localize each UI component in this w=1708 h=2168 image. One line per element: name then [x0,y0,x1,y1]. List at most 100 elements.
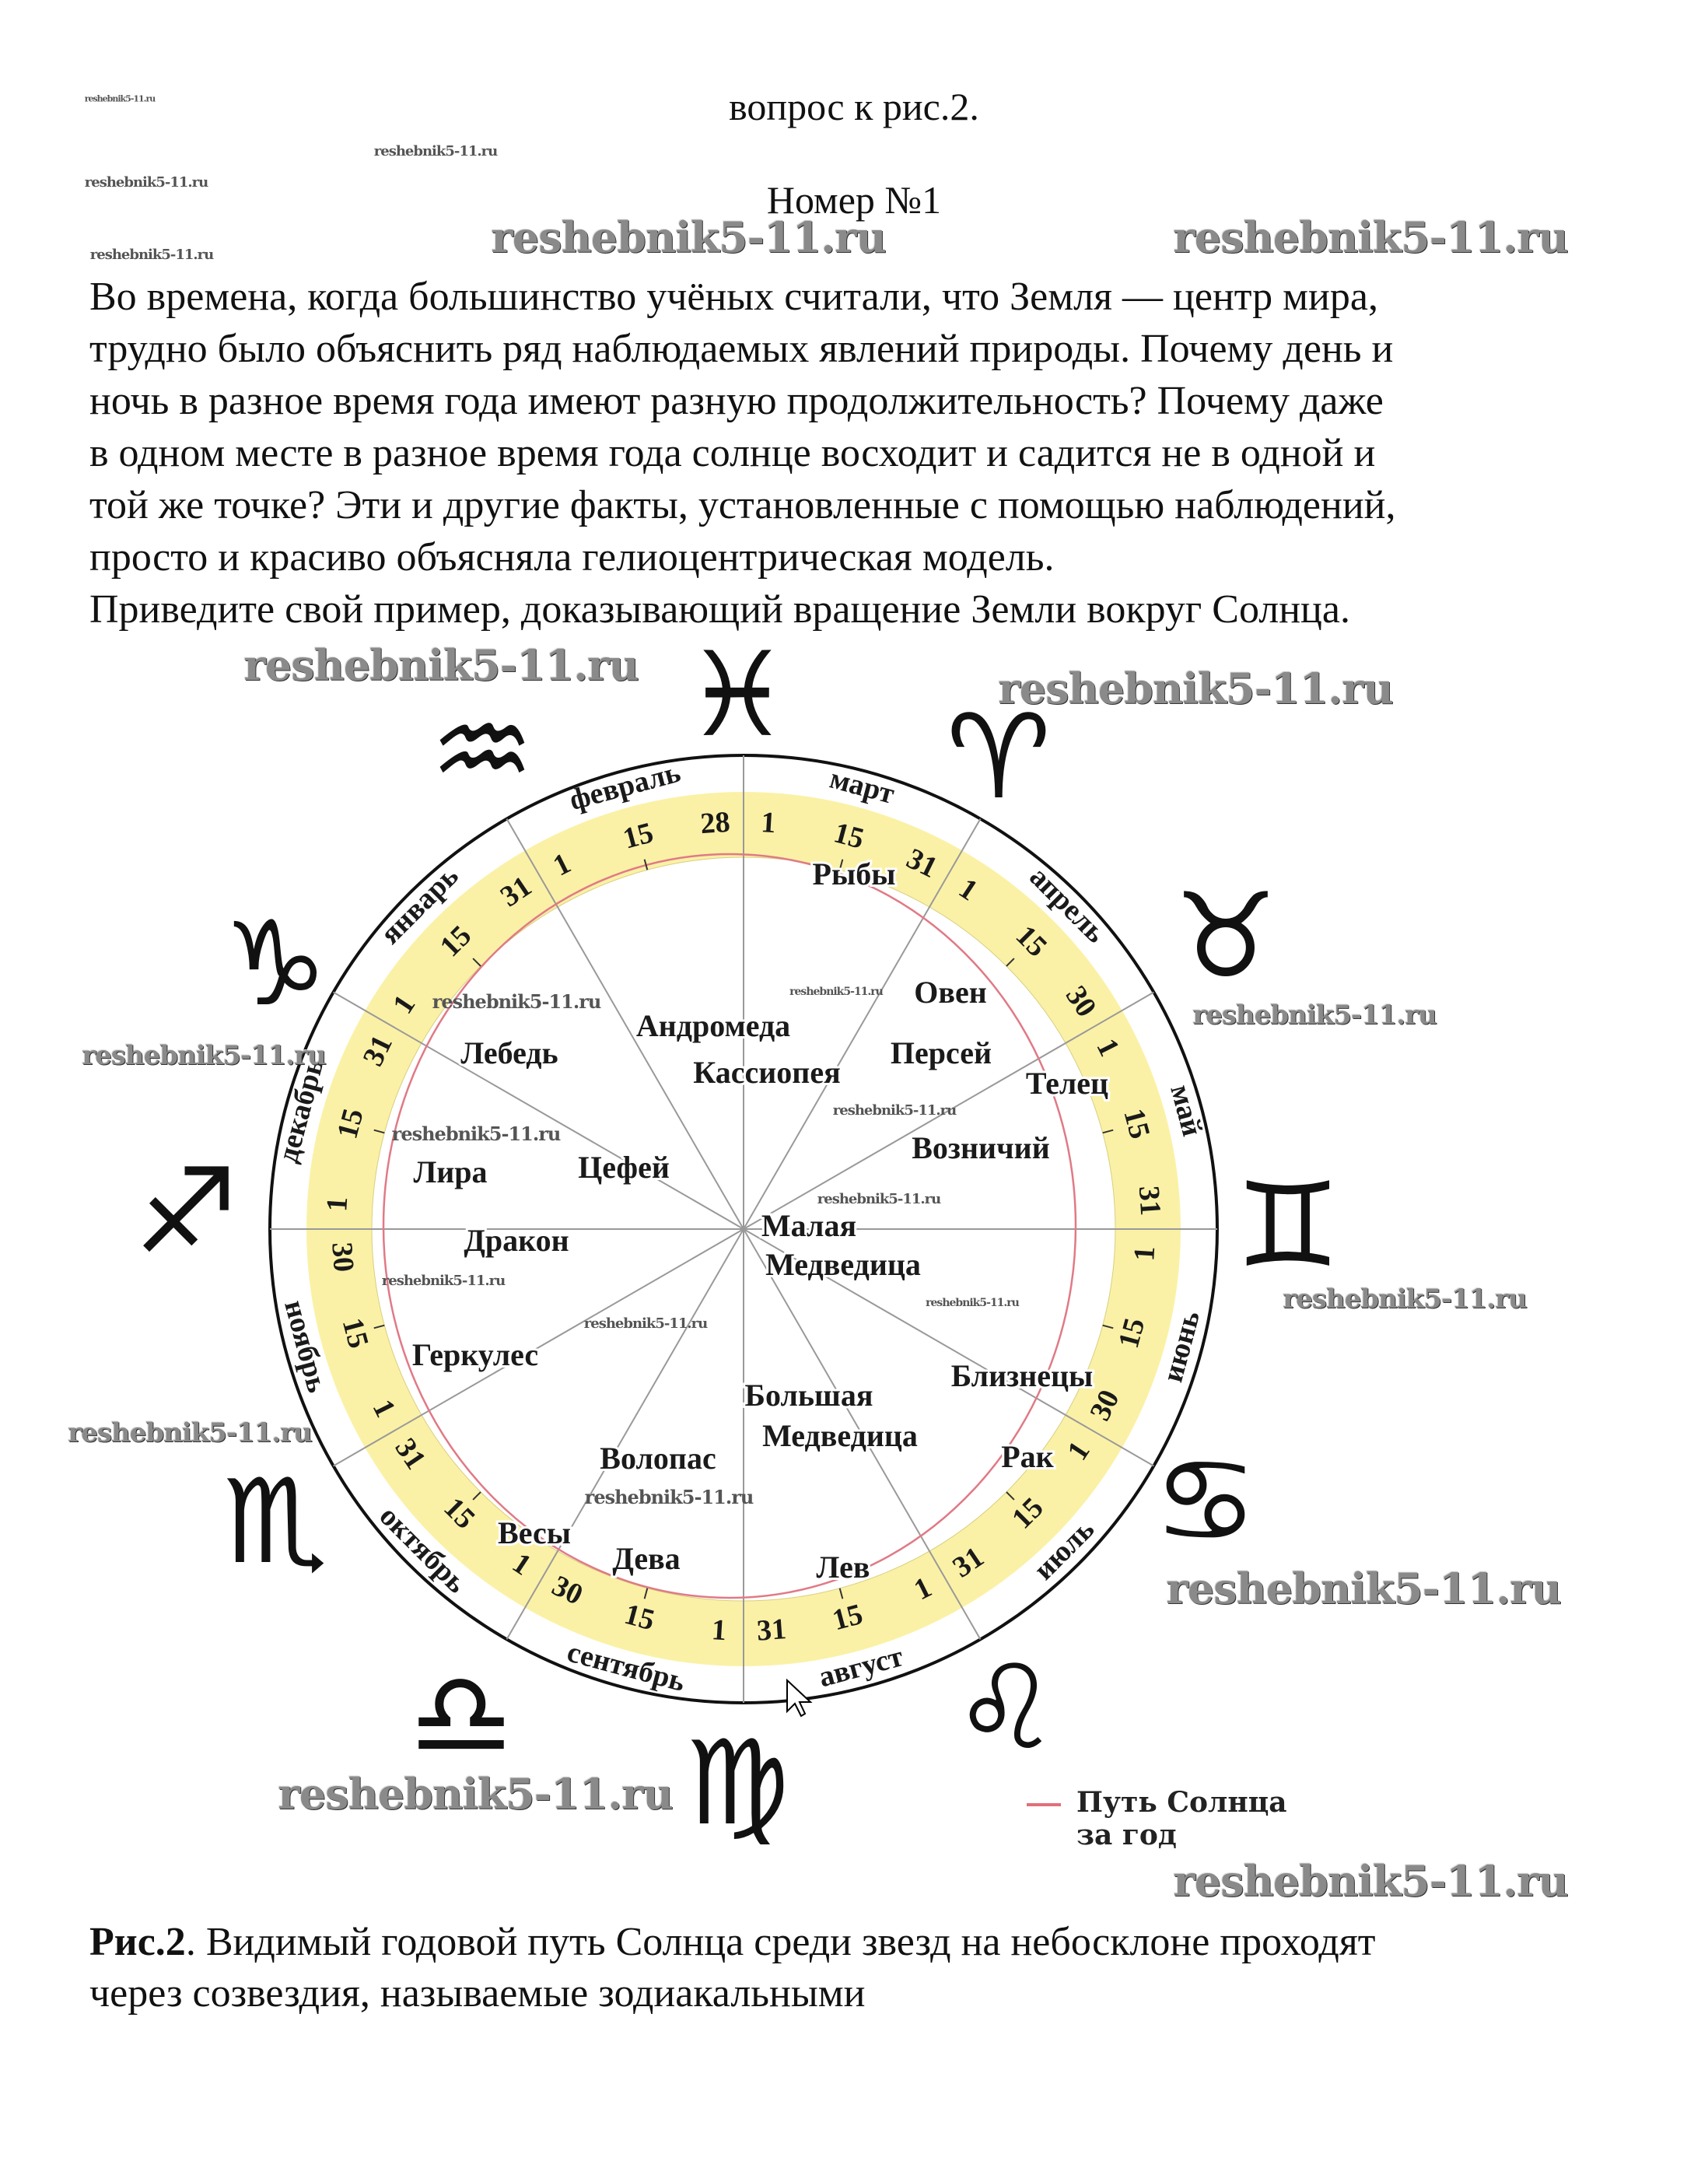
constellation-label: Цефей [578,1150,670,1185]
watermark: reshebnik5-11.ru [1173,1856,1568,1906]
watermark: reshebnik5-11.ru [583,1315,708,1332]
capricorn-icon: ♑ [222,897,328,1032]
constellation-label: Кассиопея [693,1055,840,1090]
watermark: reshebnik5-11.ru [832,1102,957,1119]
constellation-label: Медведица [762,1418,918,1453]
paragraph-line: Во времена, когда большинство учёных счи… [89,275,1378,319]
watermark: reshebnik5-11.ru [817,1191,941,1207]
watermark: reshebnik5-11.ru [1192,1000,1437,1031]
constellation-label: Лев [817,1550,870,1585]
constellation-label: Близнецы [951,1358,1094,1393]
mid-month-tick [643,1588,649,1599]
mid-month-tick [1006,1491,1015,1501]
gemini-icon: ♊ [1235,1158,1341,1294]
mid-month-tick [373,1324,385,1329]
question-line: Приведите свой пример, доказывающий вращ… [89,587,1350,632]
watermark: reshebnik5-11.ru [998,664,1393,713]
mid-month-tick [1102,1324,1114,1329]
watermark: reshebnik5-11.ru [278,1769,673,1819]
legend-line-1: Путь Солнца [1076,1786,1287,1819]
question-reference: вопрос к рис.2. [729,85,979,128]
paragraph-line: ночь в разное время года имеют разную пр… [89,379,1384,423]
watermark: reshebnik5-11.ru [381,1273,506,1289]
constellation-label: Андромеда [636,1008,790,1043]
watermark: reshebnik5-11.ru [1173,212,1568,262]
mid-month-tick [373,1129,385,1134]
cancer-icon: ♋ [1153,1434,1258,1569]
month-divider [743,1228,1154,1467]
watermark: reshebnik5-11.ru [1283,1284,1528,1315]
constellation-label: Телец [1026,1066,1108,1101]
constellation-label: Большая [745,1378,873,1413]
constellation-label: Геркулес [412,1337,538,1372]
paragraph-line: трудно было объяснить ряд наблюдаемых яв… [89,327,1394,371]
day-number: 31 [756,1613,788,1648]
watermark: reshebnik5-11.ru [391,1123,562,1145]
sagittarius-icon: ♐ [133,1144,239,1280]
day-number: 1 [1128,1245,1161,1263]
watermark: reshebnik5-11.ru [243,640,639,690]
constellation-label: Лира [413,1154,487,1189]
month-divider [743,1228,982,1640]
month-divider [743,818,982,1230]
watermark: reshebnik5-11.ru [491,212,886,262]
constellation-label: Лебедь [460,1035,558,1070]
paragraph-line: просто и красиво объясняла гелиоцентриче… [89,535,1055,580]
watermark: reshebnik5-11.ru [432,990,602,1013]
day-number: 1 [711,1613,728,1647]
watermark: reshebnik5-11.ru [584,1486,754,1508]
watermark: reshebnik5-11.ru [926,1297,1020,1309]
month-divider [333,1228,744,1467]
caption-text: . Видимый годовой путь Солнца среди звез… [185,1920,1376,1964]
paragraph-line: той же точке? Эти и другие факты, устано… [89,483,1396,527]
constellation-label: Дева [612,1541,680,1576]
mid-month-tick [1102,1129,1114,1134]
constellation-label: Рыбы [813,856,896,891]
watermark: reshebnik5-11.ru [84,93,156,104]
leo-icon: ♌ [953,1641,1059,1776]
constellation-label: Весы [498,1515,571,1550]
figure-caption: Рис.2. Видимый годовой путь Солнца среди… [89,1917,1376,1968]
day-number: 1 [760,806,777,839]
month-divider [506,1228,744,1640]
constellation-label: Волопас [600,1441,716,1476]
pisces-icon: ♓ [684,628,790,763]
legend-line-2: за год [1076,1819,1177,1851]
day-number: 31 [1132,1185,1167,1217]
day-number: 28 [699,806,731,841]
watermark: reshebnik5-11.ru [373,143,498,159]
watermark: reshebnik5-11.ru [89,247,214,263]
constellation-label: Рак [1001,1439,1053,1474]
watermark: reshebnik5-11.ru [84,174,208,191]
mid-month-tick [1006,958,1015,967]
figure-caption-line2: через созвездия, называемые зодиакальным… [89,1971,866,2016]
month-divider [743,991,1154,1230]
caption-label: Рис.2 [89,1920,186,1964]
sun-path-legend-line [1027,1803,1061,1806]
constellation-label: Дракон [464,1223,569,1258]
constellation-label: Возничий [912,1130,1050,1165]
mouse-cursor-icon [786,1678,813,1718]
month-divider [333,991,744,1230]
month-divider [506,818,744,1230]
mid-month-tick [838,1588,844,1599]
mid-month-tick [643,859,649,870]
constellation-label: Малая [761,1208,856,1243]
libra-icon: ♎ [408,1648,514,1783]
mid-month-tick [838,859,844,870]
task-number: Номер №1 [766,178,942,222]
constellation-label: Медведица [765,1247,921,1282]
watermark: reshebnik5-11.ru [1166,1564,1561,1613]
scorpio-icon: ♏ [222,1455,328,1590]
aquarius-icon: ♒ [429,683,535,818]
watermark: reshebnik5-11.ru [68,1417,313,1448]
sun-path-legend-label: Путь Солнца за год [1076,1786,1287,1851]
watermark: reshebnik5-11.ru [789,986,884,998]
day-number: 1 [320,1196,354,1213]
taurus-icon: ♉ [1173,869,1279,1004]
paragraph-line: в одном месте в разное время года солнце… [89,431,1376,475]
constellation-label: Овен [914,975,987,1010]
mid-month-tick [472,1491,481,1501]
day-number: 30 [325,1242,360,1273]
